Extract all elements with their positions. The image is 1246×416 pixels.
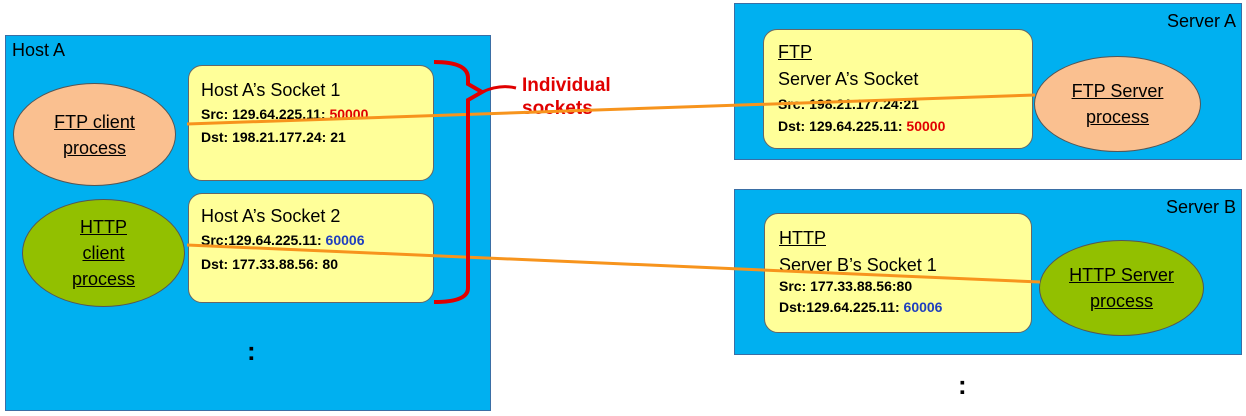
server-a-socket-proto: FTP xyxy=(778,42,812,62)
ftp-client-line1: FTP client xyxy=(54,111,135,132)
server-b-title: Server B xyxy=(1165,197,1236,217)
annotation-line2: sockets xyxy=(522,98,593,119)
individual-sockets-label: Individual sockets xyxy=(522,74,611,120)
socket2-src: Src:129.64.225.11: 60006 xyxy=(201,232,364,248)
http-connection-line xyxy=(186,243,1041,284)
host-a-title: Host A xyxy=(12,40,66,60)
server-b-socket xyxy=(764,213,1032,333)
server-b-dst-prefix: Dst:129.64.225.11: xyxy=(779,299,904,315)
ftp-connection-line xyxy=(186,93,1036,126)
server-a-dst-port: 50000 xyxy=(906,118,946,134)
http-server-line1: HTTP Server xyxy=(1069,265,1174,285)
ftp-server-line1: FTP Server xyxy=(1071,81,1164,101)
ftp-client-line2: process xyxy=(62,137,126,158)
host-a-ellipsis: : xyxy=(247,336,256,366)
server-b-socket-dst: Dst:129.64.225.11: 60006 xyxy=(779,299,942,315)
server-b-ellipsis: : xyxy=(958,370,967,400)
server-a-socket-title: Server A’s Socket xyxy=(778,69,919,89)
ftp-server-process: FTP Server process xyxy=(1034,56,1201,152)
socket2-src-port: 60006 xyxy=(325,232,365,248)
server-a-title: Server A xyxy=(1166,11,1236,31)
ftp-client-process: FTP client process xyxy=(13,83,176,186)
http-server-process: HTTP Server process xyxy=(1039,240,1204,336)
http-server-line2: process xyxy=(1089,291,1154,311)
server-b-dst-port: 60006 xyxy=(903,299,943,315)
http-client-line1: HTTP xyxy=(80,217,127,237)
server-b-socket-proto: HTTP xyxy=(779,228,826,248)
socket2-title: Host A’s Socket 2 xyxy=(201,206,341,226)
http-client-line3: process xyxy=(71,269,136,289)
socket1-title: Host A’s Socket 1 xyxy=(201,80,341,100)
socket2-dst: Dst: 177.33.88.56: 80 xyxy=(201,256,338,272)
server-b-socket-title: Server B’s Socket 1 xyxy=(779,255,937,275)
annotation-line1: Individual xyxy=(522,75,611,96)
server-b-socket-src: Src: 177.33.88.56:80 xyxy=(779,278,913,294)
http-client-process: HTTP client process xyxy=(22,199,185,307)
ftp-server-line2: process xyxy=(1085,107,1150,127)
server-a-dst-prefix: Dst: 129.64.225.11: xyxy=(778,118,907,134)
http-client-line2: client xyxy=(82,243,125,263)
socket2-src-prefix: Src:129.64.225.11: xyxy=(201,232,326,248)
socket1-src-prefix: Src: 129.64.225.11: xyxy=(201,106,330,122)
server-a-socket xyxy=(763,29,1033,149)
server-a-socket-dst: Dst: 129.64.225.11: 50000 xyxy=(778,118,945,134)
sockets-bracket xyxy=(433,60,487,304)
bracket-pointer xyxy=(481,85,517,94)
socket1-dst: Dst: 198.21.177.24: 21 xyxy=(201,129,346,145)
